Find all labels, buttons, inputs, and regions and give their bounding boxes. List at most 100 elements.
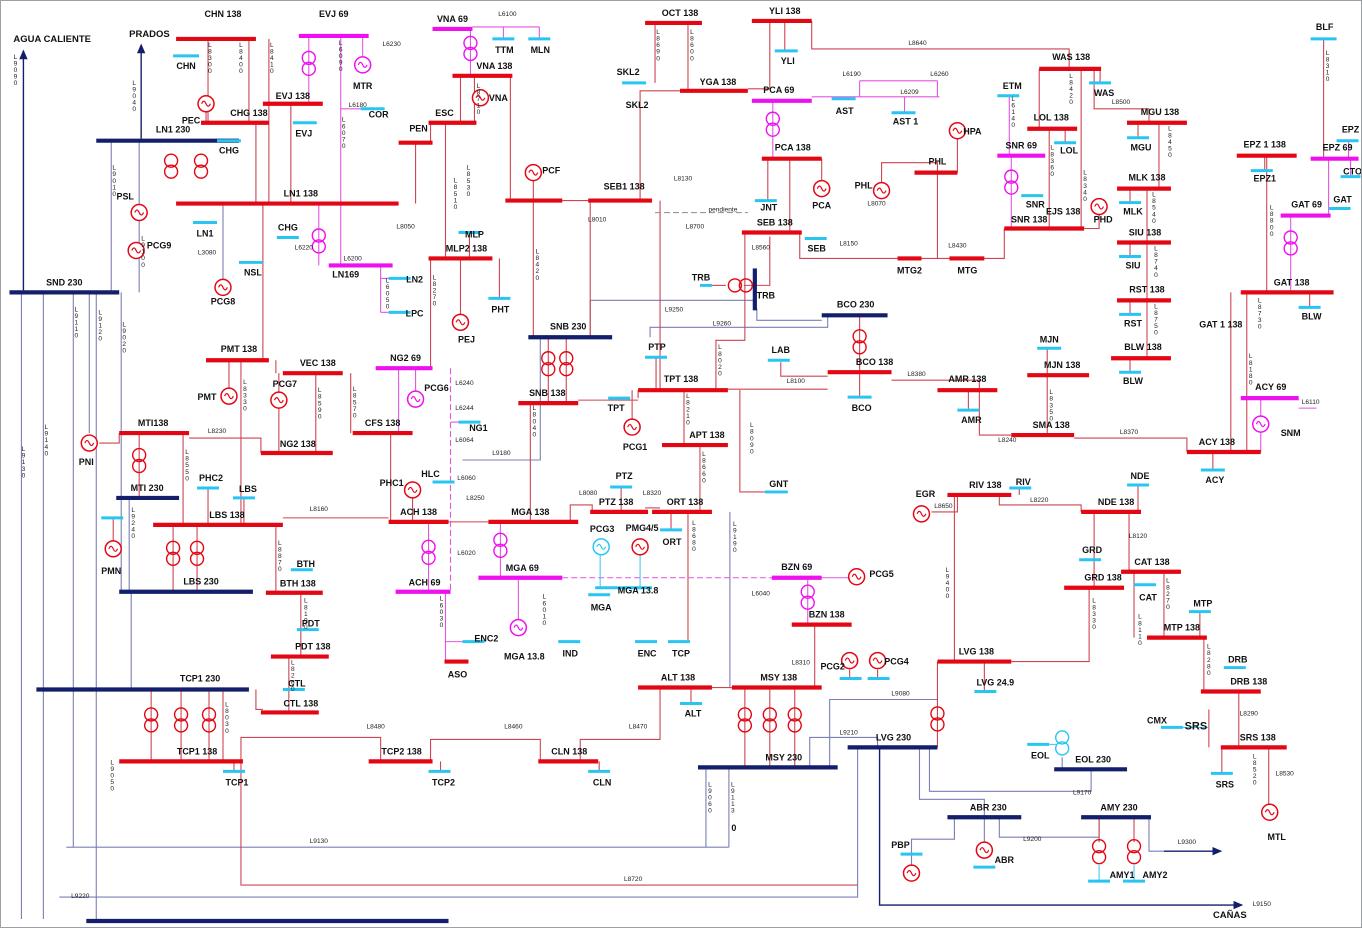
transmission-line-22 bbox=[928, 747, 1092, 792]
station-label-hlc: HLC bbox=[421, 469, 440, 479]
station-label-vna-138: VNA 138 bbox=[476, 61, 512, 71]
transmission-line-76 bbox=[978, 390, 1012, 436]
transformer-winding bbox=[737, 707, 753, 722]
transformer-winding bbox=[1054, 741, 1070, 756]
station-label-amy2: AMY2 bbox=[1143, 870, 1168, 880]
station-label-mgu: MGU bbox=[1131, 143, 1152, 153]
station-label-was-138: WAS 138 bbox=[1052, 52, 1090, 62]
station-label-gat-69: GAT 69 bbox=[1291, 200, 1322, 210]
transformer-winding bbox=[143, 707, 159, 722]
station-label-pcg7: PCG7 bbox=[273, 379, 297, 389]
sine-wave-icon bbox=[528, 169, 539, 176]
transmission-line-135 bbox=[189, 437, 262, 454]
station-label-ach-138: ACH 138 bbox=[400, 507, 437, 517]
line-label-l8500: L8500 bbox=[1112, 99, 1131, 106]
sine-wave-icon bbox=[108, 545, 119, 552]
station-label-lbs: LBS bbox=[239, 484, 257, 494]
station-label-mti138: MTI138 bbox=[138, 418, 168, 428]
generator-psl bbox=[130, 203, 148, 222]
line-label-l6220: L6220 bbox=[295, 244, 314, 251]
station-label-ort-138: ORT 138 bbox=[667, 497, 703, 507]
station-label-cat-138: CAT 138 bbox=[1134, 557, 1169, 567]
transformer-tcp1-b bbox=[173, 707, 189, 733]
station-label-blw: BLW bbox=[1302, 311, 1322, 321]
station-label-alt: ALT bbox=[685, 708, 702, 718]
transmission-line-146 bbox=[99, 433, 120, 444]
transformer-winding bbox=[201, 707, 217, 722]
station-label-epz1: EPZ1 bbox=[1254, 174, 1276, 184]
station-label-nsl: NSL bbox=[244, 267, 262, 277]
station-label-tcp1: TCP1 bbox=[225, 777, 248, 787]
station-label-snb-138: SNB 138 bbox=[529, 388, 565, 398]
station-label-pmn: PMN bbox=[101, 566, 121, 576]
station-label-mtl: MTL bbox=[1267, 832, 1286, 842]
station-label-pni: PNI bbox=[79, 457, 94, 467]
line-label-l8150: L8150 bbox=[839, 240, 858, 247]
station-label-lol: LOL bbox=[1060, 146, 1078, 156]
transformer-winding bbox=[163, 164, 179, 179]
transmission-line-103 bbox=[240, 736, 382, 762]
line-label-l9130: L9130 bbox=[310, 838, 329, 845]
transformer-winding bbox=[541, 362, 556, 377]
transformer-bco bbox=[852, 329, 867, 355]
station-label-tcp: TCP bbox=[672, 649, 690, 659]
station-label-cor: COR bbox=[369, 110, 389, 120]
generator-pcg3 bbox=[592, 538, 610, 556]
transmission-line-115 bbox=[998, 494, 1082, 512]
station-label-epz-69: EPZ 69 bbox=[1323, 143, 1353, 153]
sine-wave-icon bbox=[979, 847, 990, 854]
line-label-l8380: L8380 bbox=[907, 371, 926, 378]
station-label-bco-230: BCO 230 bbox=[837, 299, 874, 309]
transformer-amy-b bbox=[1126, 838, 1142, 865]
transmission-line-59 bbox=[715, 232, 746, 391]
transmission-line-19 bbox=[59, 747, 859, 898]
station-label-chg: CHG bbox=[278, 223, 298, 233]
text-srs: SRS bbox=[1185, 720, 1208, 732]
station-label-lbs-138: LBS 138 bbox=[209, 510, 244, 520]
transformer-winding bbox=[301, 61, 316, 77]
station-label-cln: CLN bbox=[593, 777, 611, 787]
line-label-l8650: L8650 bbox=[934, 503, 953, 510]
station-label-lvg-138: LVG 138 bbox=[959, 647, 994, 657]
transformer-winding bbox=[311, 239, 326, 254]
generator-mtl bbox=[1260, 803, 1279, 821]
line-label-pendiente: pendiente bbox=[708, 207, 737, 214]
station-label-ach-69: ACH 69 bbox=[409, 578, 441, 588]
sine-wave-icon bbox=[851, 573, 862, 580]
station-label-lab: LAB bbox=[772, 345, 791, 355]
station-label-bth-138: BTH 138 bbox=[280, 579, 316, 589]
station-label-ng1: NG1 bbox=[469, 423, 487, 433]
line-label-l8220: L8220 bbox=[1030, 497, 1049, 504]
line-label-l9220: L9220 bbox=[71, 893, 90, 900]
transformer-tcp1-a bbox=[143, 707, 159, 733]
station-label-ln169: LN169 bbox=[332, 269, 359, 279]
station-label-pca-138: PCA 138 bbox=[775, 143, 811, 153]
transformer-winding bbox=[787, 707, 802, 722]
transmission-line-48 bbox=[747, 20, 771, 90]
sine-wave-icon bbox=[844, 657, 855, 664]
transformer-winding bbox=[193, 153, 209, 168]
station-label-trb: TRB bbox=[757, 290, 776, 300]
line-label-l8720: L8720 bbox=[624, 876, 643, 883]
station-label-seb: SEB bbox=[807, 243, 826, 253]
station-label-mlp: MLP bbox=[465, 229, 484, 239]
station-label-pmt-138: PMT 138 bbox=[221, 344, 257, 354]
transmission-line-113 bbox=[931, 494, 958, 513]
sine-wave-icon bbox=[816, 185, 827, 192]
station-label-ln1-138: LN1 138 bbox=[284, 189, 318, 199]
transmission-line-24 bbox=[1148, 817, 1164, 852]
